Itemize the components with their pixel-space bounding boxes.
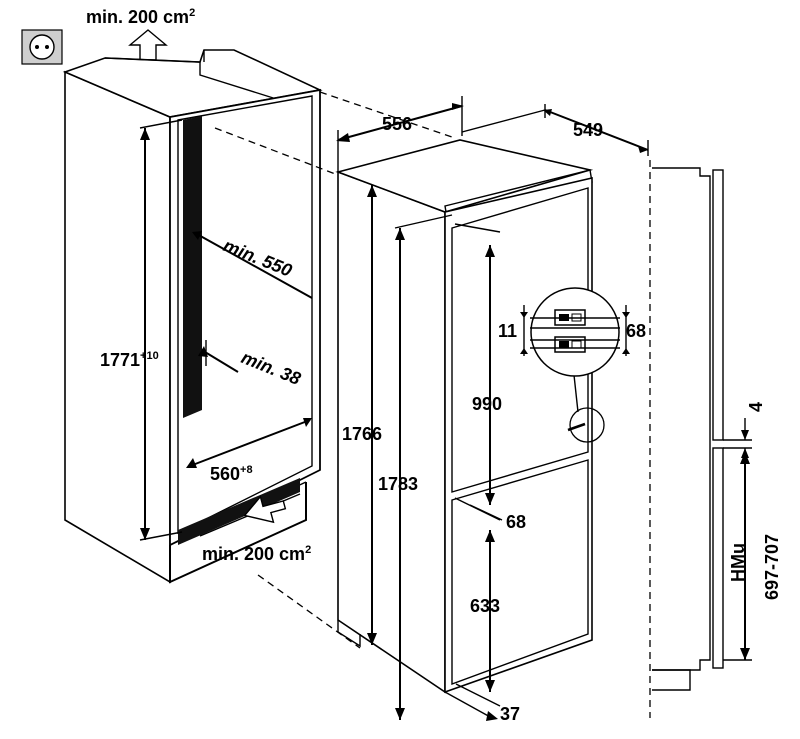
appliance-height-outer-dimension — [394, 214, 453, 720]
appliance-depth-label: 556 — [382, 114, 412, 134]
appliance-body — [335, 139, 594, 694]
door-gap-label: 68 — [506, 512, 526, 532]
top-vent-label: min. 200 cm2 — [86, 7, 195, 27]
bottom-offset-dimension — [444, 683, 501, 721]
niche-height-label: 1771+10 — [100, 350, 159, 370]
niche-width-label: 560+8 — [210, 464, 253, 484]
appliance-width-label: 549 — [573, 120, 603, 140]
hinge-detail — [520, 287, 630, 443]
upper-door-label: 990 — [472, 394, 502, 414]
door-gap-dimension — [469, 504, 503, 521]
hinge-gap-large-label: 68 — [626, 321, 646, 341]
bottom-offset-label: 37 — [500, 704, 520, 724]
gap-back-dimension — [198, 340, 239, 373]
niche-depth-dimension — [192, 231, 313, 299]
appliance-width-dimension — [461, 104, 649, 156]
appliance-height-inner-label: 1766 — [342, 424, 382, 444]
power-socket-icon — [21, 29, 63, 65]
projection-lines — [214, 91, 456, 649]
appliance-depth-dimension — [336, 96, 464, 172]
side-view-cabinet — [649, 160, 752, 718]
side-gap-label: 4 — [746, 402, 766, 412]
appliance-height-inner-dimension — [367, 185, 377, 645]
lower-door-label: 633 — [470, 596, 500, 616]
bottom-vent-label: min. 200 cm2 — [202, 544, 311, 564]
hmu-label: HMu — [728, 543, 748, 582]
airflow-arrow-up-icon — [128, 29, 168, 61]
hmu-dimension — [740, 452, 750, 660]
hmu-range-label: 697-707 — [762, 534, 782, 600]
lower-door-dimension — [485, 530, 495, 692]
appliance-height-outer-label: 1783 — [378, 474, 418, 494]
niche-height-dimension — [139, 119, 183, 541]
niche-width-dimension — [186, 418, 312, 468]
hinge-gap-small-label: 11 — [498, 321, 517, 341]
airflow-arrow-in-icon — [243, 495, 287, 524]
upper-door-dimension — [485, 245, 495, 505]
